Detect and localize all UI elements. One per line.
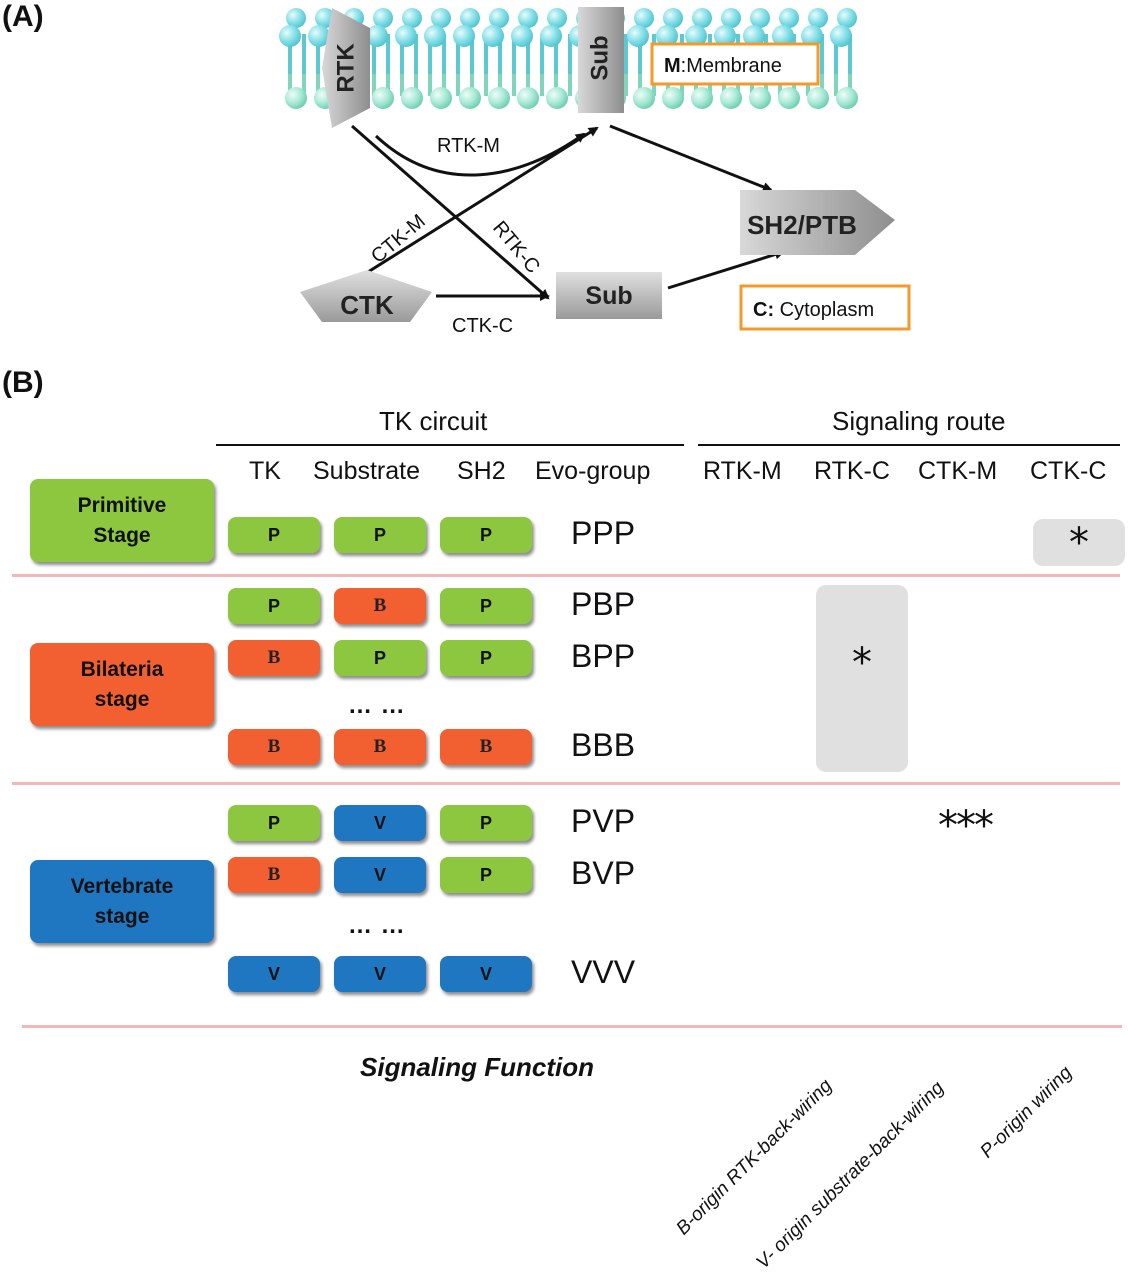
sh2-ptb-node: SH2/PTB bbox=[740, 190, 895, 255]
cytoplasm-key: C: bbox=[753, 299, 774, 321]
chip-sh2: B bbox=[440, 729, 532, 765]
ctk-node: CTK bbox=[300, 270, 432, 322]
chip-sh2: P bbox=[440, 588, 532, 624]
chip-substrate: V bbox=[334, 805, 426, 841]
arrow-sub-c-to-sh2 bbox=[667, 249, 785, 290]
marker-vertebrate-ctk-m: *** bbox=[938, 803, 994, 849]
chip-substrate: P bbox=[334, 517, 426, 553]
svg-text:M:Membrane: M:Membrane bbox=[664, 55, 782, 77]
signaling-function-title: Signaling Function bbox=[360, 1052, 594, 1082]
arrow-rtk-m bbox=[374, 132, 586, 177]
panel-b-label: (B) bbox=[2, 366, 44, 399]
sub-membrane-node: Sub bbox=[578, 7, 624, 113]
chip-sh2: P bbox=[440, 805, 532, 841]
edge-label-ctk-c: CTK-C bbox=[452, 315, 513, 337]
rtk-node: RTK bbox=[322, 8, 370, 128]
col-rtk-m: RTK-M bbox=[703, 457, 782, 485]
evo-group-label: PVP bbox=[571, 803, 636, 839]
membrane-key: M bbox=[664, 55, 681, 77]
stage-bilateria: Bilateria stage bbox=[30, 643, 214, 726]
chip-substrate: B bbox=[334, 588, 426, 624]
stage-primitive-line2: Stage bbox=[93, 523, 151, 547]
separator-primitive bbox=[12, 574, 1120, 577]
col-sh2: SH2 bbox=[457, 457, 506, 485]
membrane-text: Membrane bbox=[686, 55, 782, 77]
arrow-rtk-c bbox=[351, 124, 550, 300]
col-tk: TK bbox=[249, 457, 281, 485]
edge-label-rtk-m: RTK-M bbox=[437, 135, 500, 157]
signaling-diagram: RTK Sub M:Membrane RTK-M RTK-C CTK-M CTK… bbox=[279, 7, 911, 337]
function-p-origin: P-origin wiring bbox=[976, 1062, 1077, 1163]
signaling-route-rule bbox=[698, 444, 1120, 446]
chip-tk: P bbox=[228, 805, 320, 841]
chip-tk: P bbox=[228, 517, 320, 553]
chip-tk: V bbox=[228, 956, 320, 992]
svg-text:C: Cytoplasm: C: Cytoplasm bbox=[753, 299, 874, 321]
arrow-sub-m-to-sh2 bbox=[609, 124, 773, 192]
evo-group-label: BVP bbox=[571, 855, 636, 891]
stage-bilateria-line1: Bilateria bbox=[80, 657, 164, 681]
cytoplasm-text: Cytoplasm bbox=[774, 299, 874, 321]
separator-bilateria bbox=[12, 782, 1120, 785]
separator-vertebrate bbox=[22, 1025, 1122, 1028]
chip-tk: B bbox=[228, 857, 320, 893]
tk-circuit-header: TK circuit bbox=[379, 406, 488, 436]
cytoplasm-legend: C: Cytoplasm bbox=[739, 284, 911, 331]
chip-sh2: P bbox=[440, 640, 532, 676]
sub-cytoplasm-label: Sub bbox=[585, 282, 632, 310]
chip-sh2: V bbox=[440, 956, 532, 992]
chip-substrate: V bbox=[334, 857, 426, 893]
stage-bilateria-line2: stage bbox=[94, 687, 150, 711]
col-substrate: Substrate bbox=[313, 457, 421, 485]
function-v-origin: V- origin substrate-back-wiring bbox=[752, 1077, 949, 1274]
chip-substrate: P bbox=[334, 640, 426, 676]
membrane-legend: M:Membrane bbox=[650, 42, 820, 86]
col-rtk-c: RTK-C bbox=[814, 457, 890, 485]
sub-membrane-label: Sub bbox=[586, 35, 613, 80]
chip-sh2: P bbox=[440, 857, 532, 893]
stage-vertebrate: Vertebrate stage bbox=[30, 860, 214, 943]
col-evo-group: Evo-group bbox=[535, 457, 651, 485]
marker-primitive-ctk-c: * bbox=[1033, 519, 1125, 566]
chip-sh2: P bbox=[440, 517, 532, 553]
signaling-route-header: Signaling route bbox=[832, 406, 1006, 436]
ellipsis-vertebrate: … … bbox=[348, 912, 406, 939]
sh2-ptb-label: SH2/PTB bbox=[747, 210, 857, 240]
stage-vertebrate-line1: Vertebrate bbox=[70, 874, 174, 898]
membrane-sep: : bbox=[681, 55, 687, 77]
chip-substrate: V bbox=[334, 956, 426, 992]
chip-tk: B bbox=[228, 640, 320, 676]
col-ctk-c: CTK-C bbox=[1030, 457, 1107, 485]
sub-cytoplasm-node: Sub bbox=[556, 272, 662, 319]
evo-group-label: PBP bbox=[571, 586, 636, 622]
asterisk-icon: * bbox=[852, 640, 872, 686]
chip-tk: P bbox=[228, 588, 320, 624]
chip-tk: B bbox=[228, 729, 320, 765]
col-ctk-m: CTK-M bbox=[918, 457, 998, 485]
chip-substrate: B bbox=[334, 729, 426, 765]
ctk-label: CTK bbox=[340, 290, 394, 320]
evo-group-label: VVV bbox=[571, 954, 636, 990]
evo-group-label: BBB bbox=[571, 727, 636, 763]
stage-primitive-line1: Primitive bbox=[77, 493, 167, 517]
evo-group-label: BPP bbox=[571, 638, 636, 674]
tk-circuit-rule bbox=[216, 444, 684, 446]
rtk-label: RTK bbox=[332, 43, 359, 93]
asterisk-icon: * bbox=[1069, 519, 1089, 566]
stage-vertebrate-line2: stage bbox=[94, 904, 150, 928]
ellipsis-bilateria: … … bbox=[348, 692, 406, 719]
panel-a-label: (A) bbox=[2, 0, 44, 33]
evo-group-label: PPP bbox=[571, 515, 636, 551]
arrow-ctk-m bbox=[367, 126, 599, 274]
marker-bilateria-rtk-c: * bbox=[816, 585, 908, 772]
